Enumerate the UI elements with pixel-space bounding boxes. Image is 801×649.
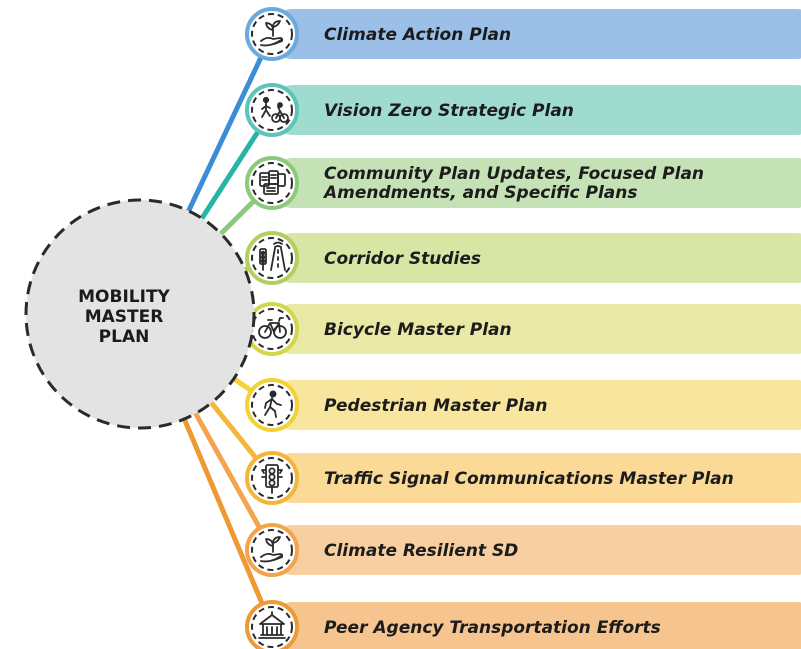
- connector-line: [178, 384, 275, 553]
- plan-item: Climate Action Plan: [245, 7, 801, 61]
- plan-item-bar: [268, 85, 801, 135]
- plan-item-label: Corridor Studies: [324, 249, 481, 269]
- plan-item-bar: [268, 304, 801, 354]
- plan-item-label: Bicycle Master Plan: [324, 320, 512, 340]
- plan-item-label: Pedestrian Master Plan: [324, 396, 548, 416]
- plan-item: Climate Resilient SD: [245, 523, 801, 577]
- road-signal-icon: [245, 231, 299, 285]
- hub-circle: [24, 198, 256, 430]
- plan-item-label: Traffic Signal Communications Master Pla…: [324, 469, 734, 489]
- government-building-icon: [245, 600, 299, 649]
- plan-item-label: Amendments, and Specific Plans: [322, 183, 638, 203]
- traffic-light-icon: [245, 451, 299, 505]
- hub-label-line-2: MASTER: [85, 307, 164, 327]
- plan-item-bar: [268, 453, 801, 503]
- documents-icon: [245, 156, 299, 210]
- bicycle-icon: [245, 302, 299, 356]
- plan-item-label: Climate Resilient SD: [324, 541, 518, 561]
- plan-item-bar: [268, 233, 801, 283]
- plan-item: Community Plan Updates, Focused PlanAmen…: [245, 156, 801, 210]
- plan-item: Corridor Studies: [245, 231, 801, 285]
- plan-item-bar: [268, 602, 801, 649]
- hub-label-line-1: MOBILITY: [78, 287, 170, 307]
- plan-item: Bicycle Master Plan: [245, 302, 801, 356]
- hand-plant-icon: [245, 7, 299, 61]
- hub-label-line-3: PLAN: [99, 327, 150, 347]
- walking-person-icon: [245, 378, 299, 432]
- hub-node: MOBILITY MASTER PLAN: [24, 198, 256, 430]
- plan-item-bar: [268, 380, 801, 430]
- plan-item: Peer Agency Transportation Efforts: [245, 600, 801, 649]
- hand-plant-icon: [245, 523, 299, 577]
- plan-item-bar: [268, 158, 801, 208]
- plan-item-label: Community Plan Updates, Focused Plan: [324, 164, 704, 184]
- pedestrian-cyclist-icon: [245, 83, 299, 137]
- plan-item-label: Peer Agency Transportation Efforts: [324, 618, 661, 638]
- plan-item: Vision Zero Strategic Plan: [245, 83, 801, 137]
- plan-item-label: Vision Zero Strategic Plan: [324, 101, 574, 121]
- plan-item: Pedestrian Master Plan: [245, 378, 801, 432]
- connector-line: [173, 31, 275, 241]
- plan-item-bar: [268, 9, 801, 59]
- connector-line: [170, 388, 275, 630]
- plan-item-label: Climate Action Plan: [324, 25, 511, 45]
- plan-item-bar: [268, 525, 801, 575]
- plan-item: Traffic Signal Communications Master Pla…: [245, 451, 801, 505]
